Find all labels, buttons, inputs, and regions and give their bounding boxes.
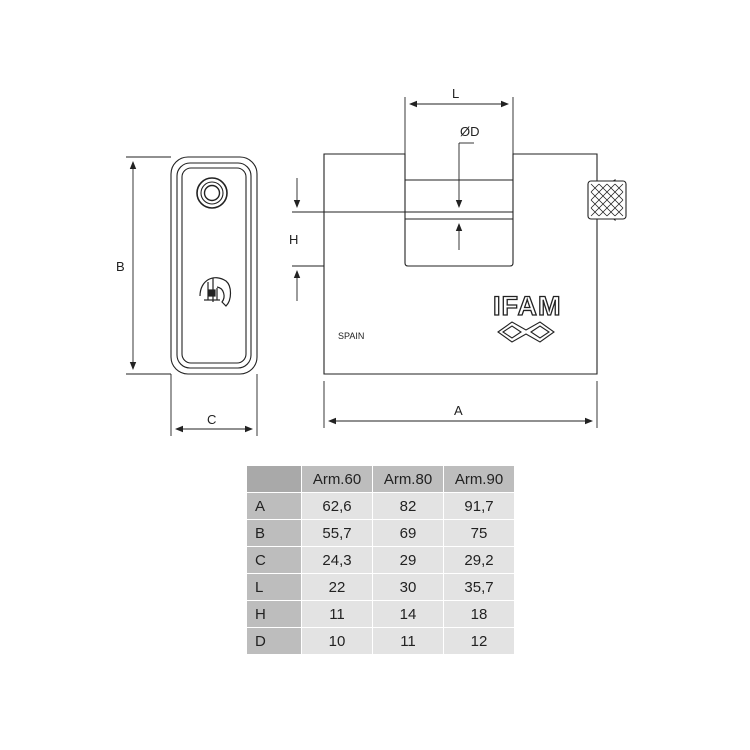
front-view — [323, 153, 627, 375]
table-cell: 55,7 — [301, 519, 373, 547]
table-header-row: Arm.60 Arm.80 Arm.90 — [246, 465, 515, 493]
dimension-h-label: H — [289, 232, 298, 247]
table-cell: 69 — [372, 519, 444, 547]
row-header: D — [246, 627, 302, 655]
table-cell: 29 — [372, 546, 444, 574]
row-header: C — [246, 546, 302, 574]
dimension-c — [170, 374, 258, 436]
table-cell: 12 — [443, 627, 515, 655]
column-header: Arm.60 — [301, 465, 373, 493]
table-cell: 30 — [372, 573, 444, 601]
column-header: Arm.80 — [372, 465, 444, 493]
ifam-logo-mark — [497, 321, 555, 343]
side-view — [170, 156, 258, 375]
dimension-l — [404, 97, 514, 154]
knurled-knob — [587, 179, 627, 222]
keyway — [199, 277, 232, 307]
table-cell: 24,3 — [301, 546, 373, 574]
brand-logo: IFAM — [493, 291, 562, 321]
origin-label: SPAIN — [338, 331, 364, 341]
dimension-b — [126, 156, 171, 375]
dimension-d-label: ØD — [460, 124, 480, 139]
lock-body — [323, 153, 598, 375]
table-cell: 10 — [301, 627, 373, 655]
side-view-outer-body — [170, 156, 258, 375]
table-cell: 14 — [372, 600, 444, 628]
table-cell: 29,2 — [443, 546, 515, 574]
dimension-a — [323, 381, 598, 428]
table-cell: 22 — [301, 573, 373, 601]
dimension-a-label: A — [454, 403, 463, 418]
side-view-inner-body — [176, 162, 252, 369]
table-row: B 55,7 69 75 — [246, 519, 515, 547]
table-cell: 18 — [443, 600, 515, 628]
dimension-b-label: B — [116, 259, 125, 274]
table-row: C 24,3 29 29,2 — [246, 546, 515, 574]
table-row: H 11 14 18 — [246, 600, 515, 628]
table-row: A 62,6 82 91,7 — [246, 492, 515, 520]
shackle-hole — [196, 177, 228, 209]
table-row: L 22 30 35,7 — [246, 573, 515, 601]
dimension-d — [455, 142, 474, 250]
row-header: A — [246, 492, 302, 520]
dimension-l-label: L — [452, 86, 459, 101]
dimensions-table: Arm.60 Arm.80 Arm.90 A 62,6 82 91,7 B 55… — [246, 465, 515, 655]
row-header: H — [246, 600, 302, 628]
table-cell: 35,7 — [443, 573, 515, 601]
column-header: Arm.90 — [443, 465, 515, 493]
table-corner-cell — [246, 465, 302, 493]
table-cell: 82 — [372, 492, 444, 520]
dimension-c-label: C — [207, 412, 216, 427]
table-cell: 91,7 — [443, 492, 515, 520]
table-cell: 11 — [301, 600, 373, 628]
table-row: D 10 11 12 — [246, 627, 515, 655]
row-header: L — [246, 573, 302, 601]
side-view-face-plate — [181, 167, 247, 364]
dimension-h — [292, 178, 405, 301]
table-cell: 62,6 — [301, 492, 373, 520]
table-cell: 75 — [443, 519, 515, 547]
row-header: B — [246, 519, 302, 547]
table-cell: 11 — [372, 627, 444, 655]
